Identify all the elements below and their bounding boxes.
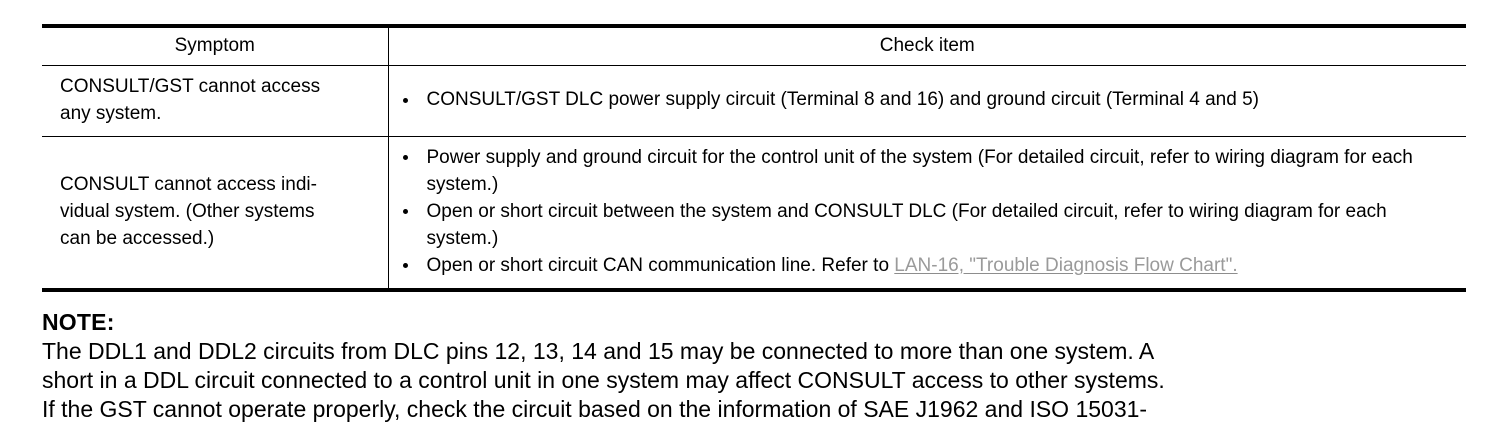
column-header-symptom: Symptom	[42, 23, 389, 66]
list-item-text: Open or short circuit between the system…	[426, 200, 1387, 249]
note-line: If the GST cannot operate properly, chec…	[42, 395, 1148, 422]
table-header: Symptom Check item	[42, 23, 1466, 66]
bullet-icon	[402, 155, 408, 161]
list-item-text: Power supply and ground circuit for the …	[426, 146, 1413, 195]
list-item: Open or short circuit CAN communication …	[389, 253, 1459, 280]
note-line: The DDL1 and DDL2 circuits from DLC pins…	[42, 337, 1155, 364]
bullet-icon	[402, 263, 408, 269]
table-header-row: Symptom Check item	[42, 23, 1466, 66]
check-item-list: CONSULT/GST DLC power supply circuit (Te…	[389, 87, 1459, 114]
diagnosis-table-container: Symptom Check item CONSULT/GST cannot ac…	[42, 23, 1466, 292]
table-body: CONSULT/GST cannot access any system. CO…	[42, 65, 1466, 292]
list-item-text: CONSULT/GST DLC power supply circuit (Te…	[426, 89, 1259, 111]
symptom-cell: CONSULT cannot access indi- vidual syste…	[42, 136, 389, 292]
note-line: short in a DDL circuit connected to a co…	[42, 366, 1165, 393]
note-section: NOTE: The DDL1 and DDL2 circuits from DL…	[42, 310, 1492, 424]
note-heading: NOTE:	[42, 309, 115, 335]
check-item-cell: CONSULT/GST DLC power supply circuit (Te…	[388, 65, 1466, 137]
symptom-line: CONSULT/GST cannot access	[60, 75, 321, 97]
list-item: Power supply and ground circuit for the …	[389, 145, 1459, 199]
list-item-text: Open or short circuit CAN communication …	[426, 254, 895, 276]
symptom-line: vidual system. (Other systems	[60, 200, 315, 222]
symptom-line: can be accessed.)	[60, 227, 215, 249]
column-header-check-item: Check item	[388, 23, 1466, 66]
cross-reference-link[interactable]: LAN-16, "Trouble Diagnosis Flow Chart".	[894, 254, 1238, 276]
list-item: Open or short circuit between the system…	[389, 199, 1459, 253]
bullet-icon	[402, 209, 408, 215]
symptom-line: CONSULT cannot access indi-	[60, 173, 317, 195]
list-item: CONSULT/GST DLC power supply circuit (Te…	[389, 87, 1459, 114]
note-body: The DDL1 and DDL2 circuits from DLC pins…	[42, 337, 1492, 424]
table-row: CONSULT cannot access indi- vidual syste…	[42, 136, 1466, 292]
check-item-list: Power supply and ground circuit for the …	[389, 145, 1459, 280]
check-item-cell: Power supply and ground circuit for the …	[388, 136, 1466, 292]
bullet-icon	[402, 97, 408, 103]
table-row: CONSULT/GST cannot access any system. CO…	[42, 65, 1466, 137]
symptom-line: any system.	[60, 102, 162, 124]
symptom-cell: CONSULT/GST cannot access any system.	[42, 65, 389, 137]
diagnosis-table: Symptom Check item CONSULT/GST cannot ac…	[42, 23, 1466, 292]
